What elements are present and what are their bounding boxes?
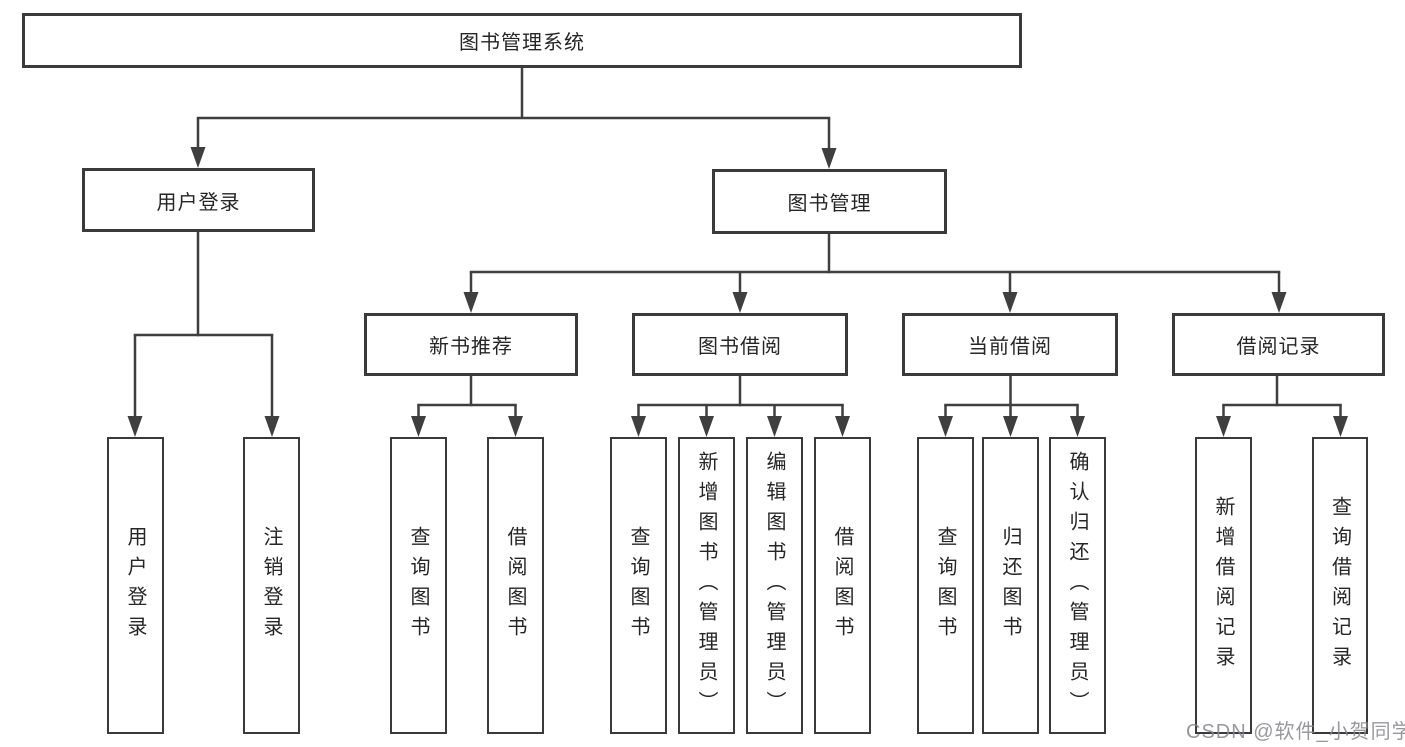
connector-userlogin-to-leaves xyxy=(127,232,280,437)
leaf-user-login: 用户登录 xyxy=(107,437,164,734)
connector-current-to-leaves xyxy=(938,376,1085,437)
node-book-management: 图书管理 xyxy=(712,169,947,234)
leaf-recommend-query-books: 查询图书 xyxy=(390,437,447,734)
connector-root-to-level2 xyxy=(190,68,837,169)
leaf-current-query-books: 查询图书 xyxy=(917,437,974,734)
leaf-borrow-edit-books-admin: 编辑图书（管理员） xyxy=(746,437,803,734)
watermark-text: CSDN @软件_小贺同学 xyxy=(1186,721,1405,743)
leaf-borrow-add-books-admin: 新增图书（管理员） xyxy=(678,437,735,734)
leaf-current-confirm-return-admin: 确认归还（管理员） xyxy=(1049,437,1106,734)
node-new-book-recommend: 新书推荐 xyxy=(364,313,578,376)
connector-recommend-to-leaves xyxy=(411,376,523,437)
connector-records-to-leaves xyxy=(1216,376,1348,437)
node-current-borrow: 当前借阅 xyxy=(902,313,1118,376)
node-borrow-records: 借阅记录 xyxy=(1172,313,1385,376)
leaf-logout: 注销登录 xyxy=(243,437,300,734)
leaf-records-add-record: 新增借阅记录 xyxy=(1195,437,1252,734)
connector-borrow-to-leaves xyxy=(631,376,850,437)
leaf-recommend-borrow-books: 借阅图书 xyxy=(487,437,544,734)
leaf-records-query-record: 查询借阅记录 xyxy=(1312,437,1368,734)
node-book-borrow: 图书借阅 xyxy=(632,313,848,376)
leaf-borrow-borrow-books: 借阅图书 xyxy=(814,437,871,734)
leaf-borrow-query-books: 查询图书 xyxy=(610,437,667,734)
node-system-root: 图书管理系统 xyxy=(22,13,1022,68)
node-user-login: 用户登录 xyxy=(82,168,315,232)
leaf-current-return-books: 归还图书 xyxy=(982,437,1039,734)
connector-bookmgmt-to-level3 xyxy=(463,234,1287,313)
